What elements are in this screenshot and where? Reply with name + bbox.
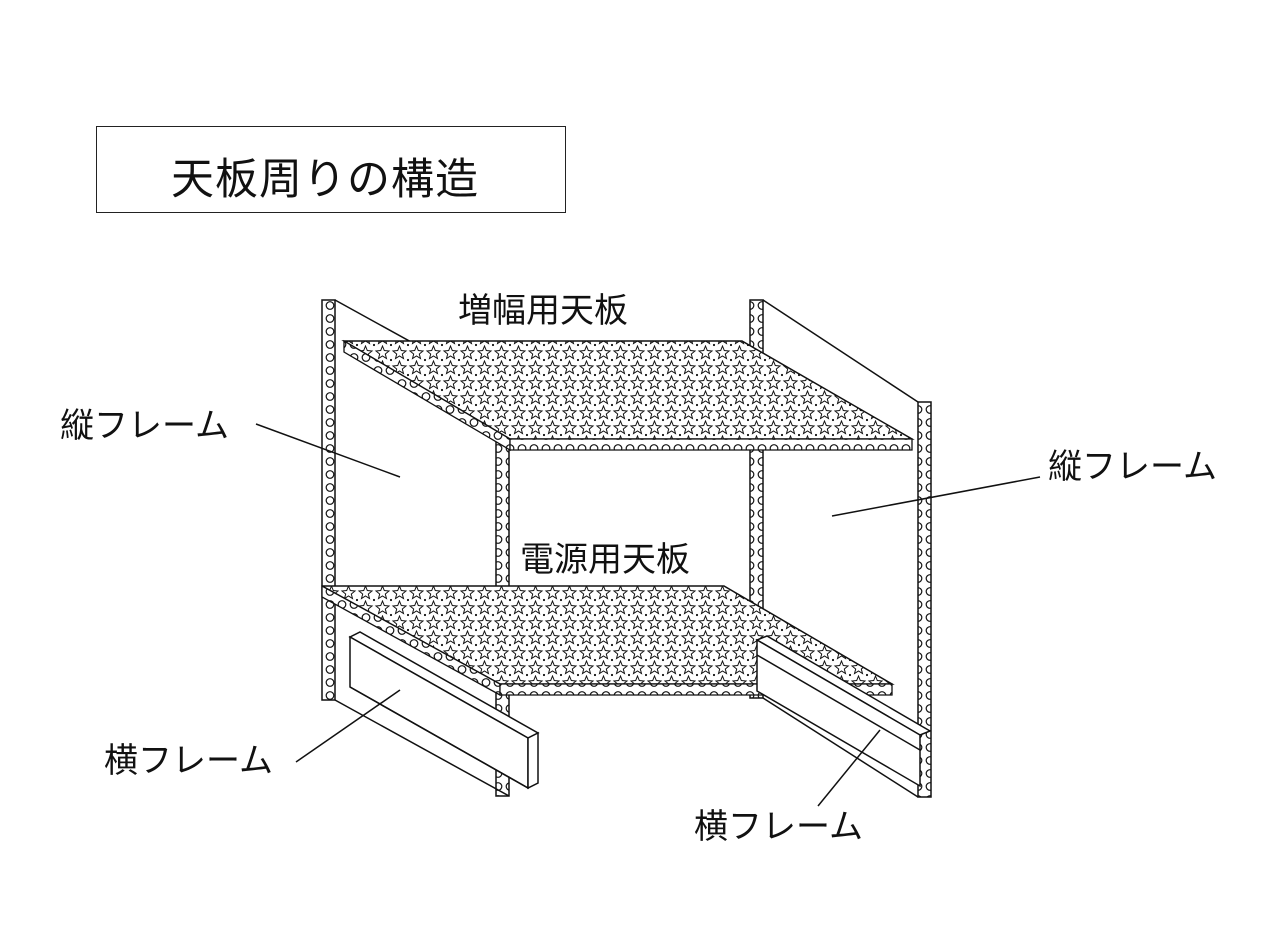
right-horizontal-frame <box>755 635 932 788</box>
leader-lines <box>255 423 1041 807</box>
horizontal-frame-right-label: 横フレーム <box>694 807 863 847</box>
vertical-frame-left-label: 縦フレーム <box>60 406 229 446</box>
vertical-frame-right-label: 縦フレーム <box>1048 447 1217 487</box>
horizontal-frame-left-label: 横フレーム <box>104 741 273 781</box>
amp-top-plate-label: 増幅用天板 <box>458 291 628 331</box>
title-box: 天板周りの構造 <box>96 126 566 213</box>
power-top-plate-label: 電源用天板 <box>520 540 690 580</box>
page-title: 天板周りの構造 <box>171 155 479 205</box>
amp-top-plate <box>341 339 915 452</box>
